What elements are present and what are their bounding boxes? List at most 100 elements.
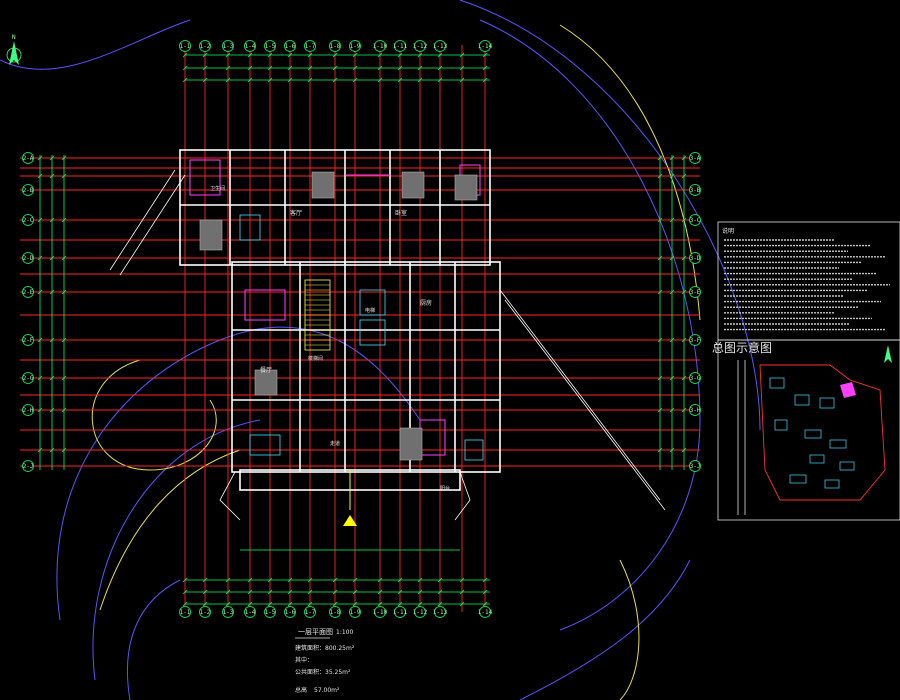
dimension-tick xyxy=(332,589,338,595)
svg-text:1-10: 1-10 xyxy=(373,609,388,616)
dimension-tick xyxy=(37,375,43,381)
svg-text:1-7: 1-7 xyxy=(305,609,316,616)
dimension-tick xyxy=(681,447,687,453)
svg-text:3-D: 3-D xyxy=(690,255,701,262)
dimension-tick xyxy=(482,52,488,58)
dimension-tick xyxy=(482,589,488,595)
dimension-tick xyxy=(417,77,423,83)
dimension-tick xyxy=(397,65,403,71)
stair-steps xyxy=(305,284,330,346)
axis-bubble: 2-E xyxy=(22,286,34,298)
dimension-tick xyxy=(202,52,208,58)
svg-text:1-4: 1-4 xyxy=(245,43,256,50)
axis-bubble: 3-J xyxy=(689,460,701,472)
dimension-tick xyxy=(352,577,358,583)
axis-bubble: 1-14 xyxy=(478,606,493,618)
dimension-tick xyxy=(202,65,208,71)
dimension-tick xyxy=(377,577,383,583)
dimension-ticks xyxy=(37,52,687,607)
dimension-tick xyxy=(482,77,488,83)
title-block: 一层平面图 1:100 建筑面积：800.25m² 其中： 公共面积：35.25… xyxy=(295,628,355,694)
dimension-tick xyxy=(225,52,231,58)
dimension-tick xyxy=(437,577,443,583)
dimension-tick xyxy=(669,447,675,453)
dimension-tick xyxy=(247,577,253,583)
dimension-tick xyxy=(397,589,403,595)
dimension-tick xyxy=(657,375,663,381)
dimension-tick xyxy=(681,375,687,381)
dimension-tick xyxy=(49,173,55,179)
dimension-tick xyxy=(377,52,383,58)
dimension-tick xyxy=(49,255,55,261)
dimension-tick xyxy=(459,589,465,595)
axis-bubble: 1-4 xyxy=(244,40,256,52)
dimension-tick xyxy=(37,407,43,413)
axis-bubble: 2-F xyxy=(22,334,34,346)
dimension-tick xyxy=(657,337,663,343)
dimension-tick xyxy=(287,52,293,58)
dimension-tick xyxy=(669,289,675,295)
axis-bubble: 1-8 xyxy=(329,606,341,618)
dimension-tick xyxy=(377,65,383,71)
dimension-tick xyxy=(459,77,465,83)
axis-bubble: 3-A xyxy=(689,152,701,164)
dimension-tick xyxy=(182,589,188,595)
dimension-tick xyxy=(681,337,687,343)
axis-bubble: 2-H xyxy=(22,404,34,416)
axis-bubble: 2-J xyxy=(22,460,34,472)
axis-bubble: 1-4 xyxy=(244,606,256,618)
north-arrow-icon xyxy=(884,345,892,363)
dimension-tick xyxy=(681,407,687,413)
dimension-tick xyxy=(287,589,293,595)
dimension-tick xyxy=(669,255,675,261)
axis-bubble: 1-1 xyxy=(179,606,191,618)
site-plan-inset: 总图示意图 xyxy=(712,339,900,521)
room-label: 卫生间 xyxy=(210,185,225,192)
dimension-tick xyxy=(247,65,253,71)
axis-bubble: 1-5 xyxy=(264,40,276,52)
dimension-tick xyxy=(307,601,313,607)
axis-bubble: 1-2 xyxy=(199,606,211,618)
dimension-tick xyxy=(287,577,293,583)
dimension-tick xyxy=(49,337,55,343)
dimension-tick xyxy=(202,577,208,583)
svg-text:1-14: 1-14 xyxy=(478,43,493,50)
dimension-tick xyxy=(657,155,663,161)
dimension-tick xyxy=(397,52,403,58)
dimension-tick xyxy=(61,337,67,343)
dimension-tick xyxy=(61,173,67,179)
axis-bubble: 1-7 xyxy=(304,40,316,52)
site-highlight-marker xyxy=(840,382,856,398)
north-label: N xyxy=(12,34,16,41)
dimension-tick xyxy=(61,289,67,295)
dimension-tick xyxy=(377,589,383,595)
entrance-marker-icon xyxy=(343,515,357,526)
dimension-tick xyxy=(417,577,423,583)
dimension-tick xyxy=(377,601,383,607)
dimension-tick xyxy=(225,589,231,595)
dimension-tick xyxy=(307,589,313,595)
dimension-tick xyxy=(307,65,313,71)
svg-text:1-6: 1-6 xyxy=(285,609,296,616)
dimension-tick xyxy=(182,601,188,607)
dimension-tick xyxy=(307,52,313,58)
dimension-tick xyxy=(657,407,663,413)
axis-bubble: 3-G xyxy=(689,372,701,384)
axis-bubble: 2-G xyxy=(22,372,34,384)
svg-text:3-A: 3-A xyxy=(690,155,701,162)
svg-text:2-J: 2-J xyxy=(23,463,34,470)
dimension-tick xyxy=(482,577,488,583)
dimension-tick xyxy=(247,589,253,595)
room-label: 餐厅 xyxy=(260,366,272,374)
svg-text:1-11: 1-11 xyxy=(393,43,408,50)
axis-bubble: 1-8 xyxy=(329,40,341,52)
site-paths xyxy=(109,169,666,521)
svg-text:1-5: 1-5 xyxy=(265,609,276,616)
axis-bubble: 1-2 xyxy=(199,40,211,52)
dimension-tick xyxy=(669,375,675,381)
axis-bubble: 1-7 xyxy=(304,606,316,618)
dimension-tick xyxy=(482,601,488,607)
dimension-tick xyxy=(37,173,43,179)
dimension-tick xyxy=(37,255,43,261)
